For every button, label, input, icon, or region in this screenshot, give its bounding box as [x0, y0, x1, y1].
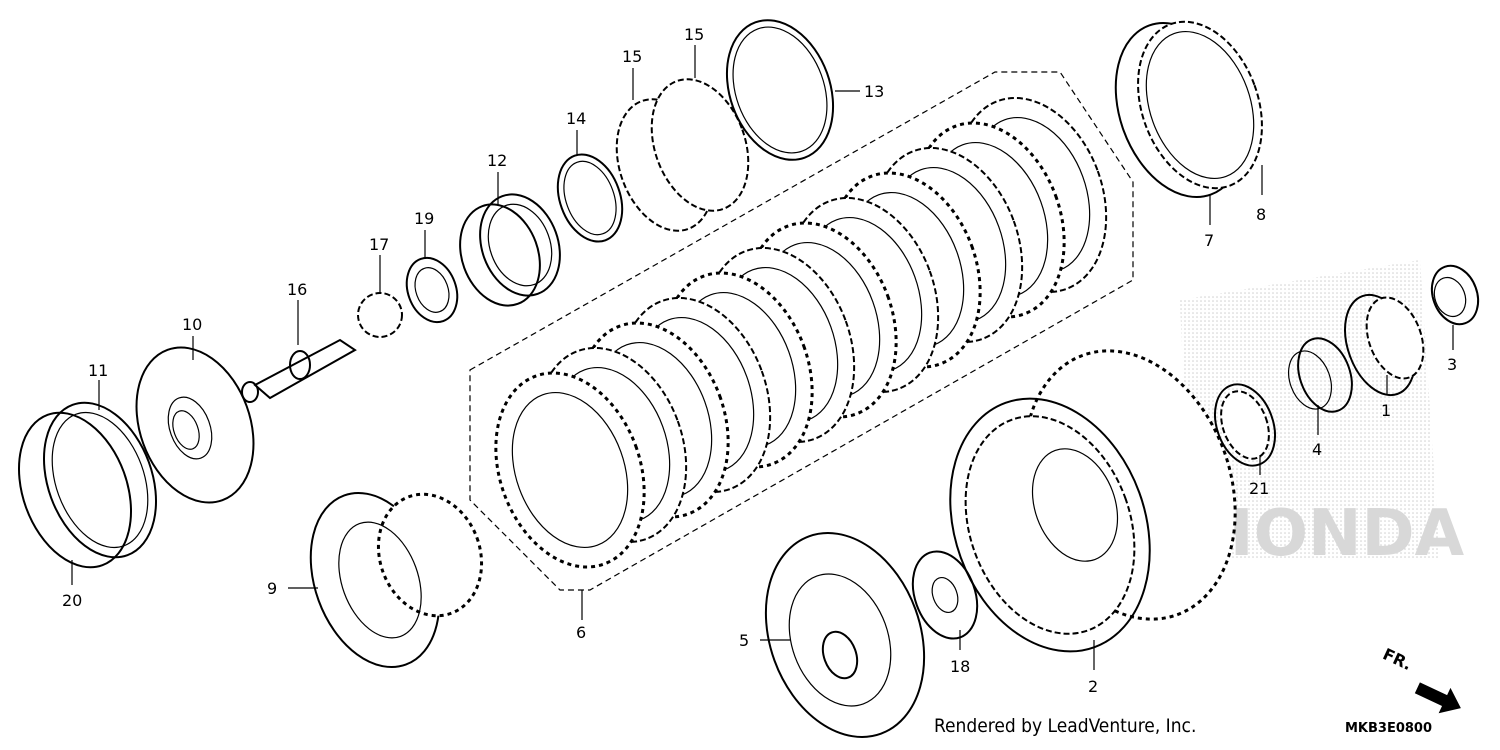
part-label-9: 9 [267, 579, 277, 598]
part-label-4: 4 [1312, 440, 1322, 459]
part-label-16: 16 [287, 280, 307, 299]
part-15-discs [615, 78, 750, 232]
part-label-3: 3 [1447, 355, 1457, 374]
watermark-text: HONDA [1200, 497, 1465, 571]
part-label-21: 21 [1249, 479, 1269, 498]
part-12-sleeve [459, 193, 561, 307]
part-label-7: 7 [1204, 231, 1214, 250]
part-19-washer [405, 256, 459, 324]
part-9-hub [309, 491, 484, 669]
part-4-collar [1287, 337, 1353, 413]
part-label-6: 6 [576, 623, 586, 642]
part-21-needle-bearing [1214, 383, 1276, 467]
front-direction-label: FR. [1380, 644, 1415, 674]
part-13-large-ring [725, 19, 835, 161]
part-label-8: 8 [1256, 205, 1266, 224]
part-label-17: 17 [369, 235, 389, 254]
part-7-8-outer-rings [1114, 20, 1263, 199]
part-label-19: 19 [414, 209, 434, 228]
front-direction-arrow-icon [1414, 682, 1461, 714]
part-label-14: 14 [566, 109, 586, 128]
part-label-20: 20 [62, 591, 82, 610]
part-label-12: 12 [487, 151, 507, 170]
part-18-washer [911, 550, 979, 640]
part-16-shaft [241, 338, 357, 403]
part-label-2: 2 [1088, 677, 1098, 696]
part-number-labels: 1 2 3 4 5 6 7 8 9 10 11 12 13 14 15 15 1… [62, 25, 1457, 696]
part-label-11: 11 [88, 361, 108, 380]
part-3-bushing [1430, 264, 1480, 326]
part-label-18: 18 [950, 657, 970, 676]
part-label-10: 10 [182, 315, 202, 334]
part-label-1: 1 [1381, 401, 1391, 420]
leader-lines [71, 45, 1454, 670]
clutch-plate [494, 371, 646, 569]
part-label-5: 5 [739, 631, 749, 650]
part-label-15a: 15 [622, 47, 642, 66]
part-5-pressure-plate [764, 532, 926, 738]
clutch-plate-inner [511, 391, 629, 549]
part-label-15b: 15 [684, 25, 704, 44]
part-20-snap-ring [17, 401, 158, 569]
part-1-gear-plate [1344, 293, 1425, 397]
credit-text: Rendered by LeadVenture, Inc. [934, 715, 1196, 737]
part-10-piston [135, 346, 255, 504]
front-direction-indicator: FR. [1380, 644, 1461, 714]
plate-stack-outline [469, 71, 1134, 591]
part-2-clutch-basket [949, 349, 1237, 653]
part-17-small-gear [357, 292, 403, 338]
part-6-plate-stack [494, 97, 1108, 569]
diagram-code: MKB3E0800 [1345, 721, 1432, 736]
part-14-ring [556, 153, 624, 243]
part-label-13: 13 [864, 82, 884, 101]
